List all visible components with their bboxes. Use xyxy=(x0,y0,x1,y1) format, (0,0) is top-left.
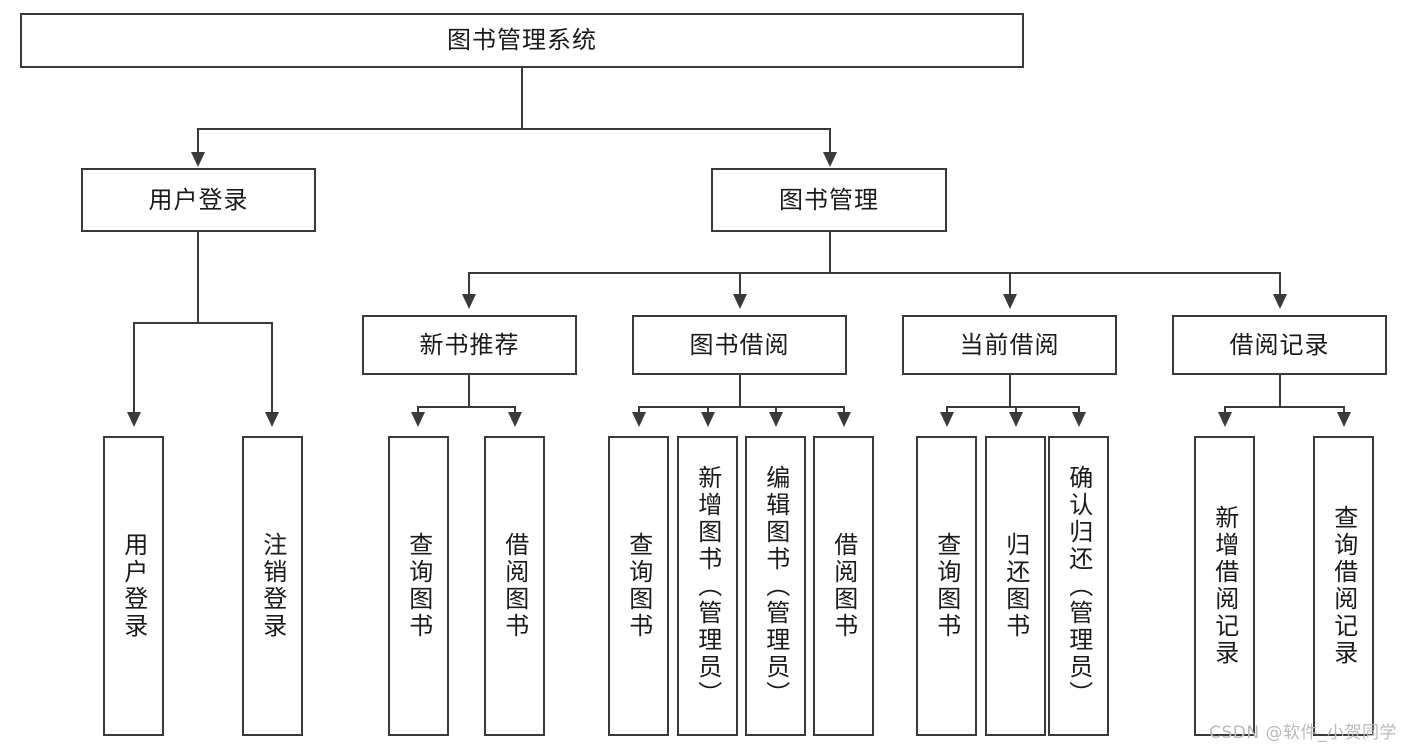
connector-book-borrow-bus xyxy=(638,406,844,408)
connector-bb-to-leaf-4 xyxy=(843,406,845,414)
node-leaf-query-book-current[interactable]: 查询图书 xyxy=(916,436,977,736)
node-label: 归还图书 xyxy=(1001,532,1030,640)
connector-root-to-book-manage xyxy=(829,128,831,154)
node-label: 查询图书 xyxy=(932,532,961,640)
connector-bb-to-leaf-2 xyxy=(707,406,709,414)
connector-bm-to-book-borrow xyxy=(739,272,741,296)
node-label: 当前借阅 xyxy=(959,330,1060,359)
connector-root-to-user-login xyxy=(197,128,199,154)
connector-new-book-bus xyxy=(417,406,516,408)
node-leaf-edit-book-admin[interactable]: 编辑图书（管理员） xyxy=(745,436,806,736)
connector-user-login-trunk xyxy=(197,232,199,322)
connector-nb-to-leaf-2 xyxy=(514,406,516,414)
connector-root-bus xyxy=(197,128,830,130)
arrow-bm-to-new-book xyxy=(462,294,476,309)
node-label: 新增借阅记录 xyxy=(1210,505,1239,667)
connector-current-borrow-bus xyxy=(946,406,1079,408)
node-root-book-management-system[interactable]: 图书管理系统 xyxy=(20,13,1024,68)
connector-bm-to-new-book xyxy=(468,272,470,296)
node-label: 查询图书 xyxy=(404,532,433,640)
arrow-bb-to-leaf-3 xyxy=(769,412,783,427)
node-borrow-record[interactable]: 借阅记录 xyxy=(1172,315,1387,375)
arrow-br-to-leaf-1 xyxy=(1218,412,1232,427)
connector-br-to-leaf-2 xyxy=(1343,406,1345,414)
arrow-root-to-user-login xyxy=(191,152,205,167)
node-leaf-add-borrow-record[interactable]: 新增借阅记录 xyxy=(1194,436,1255,736)
connector-user-login-to-leaf-1 xyxy=(133,322,135,414)
node-label: 确认归还（管理员） xyxy=(1064,464,1093,708)
arrow-bb-to-leaf-1 xyxy=(632,412,646,427)
connector-user-login-bus xyxy=(133,322,273,324)
arrow-nb-to-leaf-2 xyxy=(508,412,522,427)
node-label: 编辑图书（管理员） xyxy=(761,464,790,708)
node-leaf-return-book[interactable]: 归还图书 xyxy=(985,436,1046,736)
connector-current-borrow-trunk xyxy=(1009,375,1011,406)
node-label: 图书借阅 xyxy=(689,330,790,359)
connector-bm-to-borrow-record xyxy=(1279,272,1281,296)
connector-cb-to-leaf-1 xyxy=(946,406,948,414)
node-leaf-logout[interactable]: 注销登录 xyxy=(242,436,303,736)
arrow-cb-to-leaf-3 xyxy=(1072,412,1086,427)
node-book-borrow[interactable]: 图书借阅 xyxy=(632,315,847,375)
arrow-user-login-to-leaf-1 xyxy=(127,412,141,427)
node-label: 借阅记录 xyxy=(1229,330,1330,359)
connector-book-borrow-trunk xyxy=(739,375,741,406)
node-label: 新书推荐 xyxy=(419,330,520,359)
connector-new-book-trunk xyxy=(468,375,470,406)
node-leaf-borrow-book-recommend[interactable]: 借阅图书 xyxy=(484,436,545,736)
node-label: 用户登录 xyxy=(119,532,148,640)
node-label: 注销登录 xyxy=(258,532,287,640)
node-label: 图书管理 xyxy=(779,185,879,214)
arrow-bm-to-borrow-record xyxy=(1273,294,1287,309)
arrow-br-to-leaf-2 xyxy=(1337,412,1351,427)
watermark: CSDN @软件_小贺同学 xyxy=(1209,723,1397,743)
arrow-root-to-book-manage xyxy=(823,152,837,167)
arrow-cb-to-leaf-1 xyxy=(940,412,954,427)
node-label: 借阅图书 xyxy=(500,532,529,640)
arrow-cb-to-leaf-2 xyxy=(1009,412,1023,427)
node-label: 新增图书（管理员） xyxy=(693,464,722,708)
connector-br-to-leaf-1 xyxy=(1224,406,1226,414)
connector-book-manage-trunk xyxy=(829,232,831,272)
connector-root-trunk xyxy=(521,68,523,128)
node-leaf-query-borrow-record[interactable]: 查询借阅记录 xyxy=(1313,436,1374,736)
node-leaf-confirm-return-admin[interactable]: 确认归还（管理员） xyxy=(1048,436,1109,736)
connector-bb-to-leaf-1 xyxy=(638,406,640,414)
arrow-user-login-to-leaf-2 xyxy=(265,412,279,427)
connector-borrow-record-trunk xyxy=(1279,375,1281,406)
connector-bb-to-leaf-3 xyxy=(775,406,777,414)
node-label: 借阅图书 xyxy=(829,532,858,640)
connector-cb-to-leaf-3 xyxy=(1078,406,1080,414)
node-leaf-user-login[interactable]: 用户登录 xyxy=(103,436,164,736)
node-new-book-recommend[interactable]: 新书推荐 xyxy=(362,315,577,375)
node-label: 用户登录 xyxy=(148,185,249,214)
node-book-management[interactable]: 图书管理 xyxy=(711,168,947,232)
node-leaf-query-book-borrow[interactable]: 查询图书 xyxy=(608,436,669,736)
arrow-bb-to-leaf-4 xyxy=(837,412,851,427)
connector-cb-to-leaf-2 xyxy=(1015,406,1017,414)
node-user-login[interactable]: 用户登录 xyxy=(81,168,316,232)
arrow-nb-to-leaf-1 xyxy=(411,412,425,427)
node-label: 图书管理系统 xyxy=(447,26,597,55)
connector-book-manage-bus xyxy=(468,272,1280,274)
node-label: 查询图书 xyxy=(624,532,653,640)
connector-borrow-record-bus xyxy=(1224,406,1345,408)
arrow-bm-to-book-borrow xyxy=(733,294,747,309)
connector-user-login-to-leaf-2 xyxy=(271,322,273,414)
node-label: 查询借阅记录 xyxy=(1329,505,1358,667)
connector-bm-to-current-borrow xyxy=(1009,272,1011,296)
arrow-bm-to-current-borrow xyxy=(1003,294,1017,309)
node-leaf-borrow-book[interactable]: 借阅图书 xyxy=(813,436,874,736)
node-leaf-query-book-recommend[interactable]: 查询图书 xyxy=(388,436,449,736)
connector-nb-to-leaf-1 xyxy=(417,406,419,414)
node-current-borrow[interactable]: 当前借阅 xyxy=(902,315,1117,375)
arrow-bb-to-leaf-2 xyxy=(701,412,715,427)
node-leaf-add-book-admin[interactable]: 新增图书（管理员） xyxy=(677,436,738,736)
